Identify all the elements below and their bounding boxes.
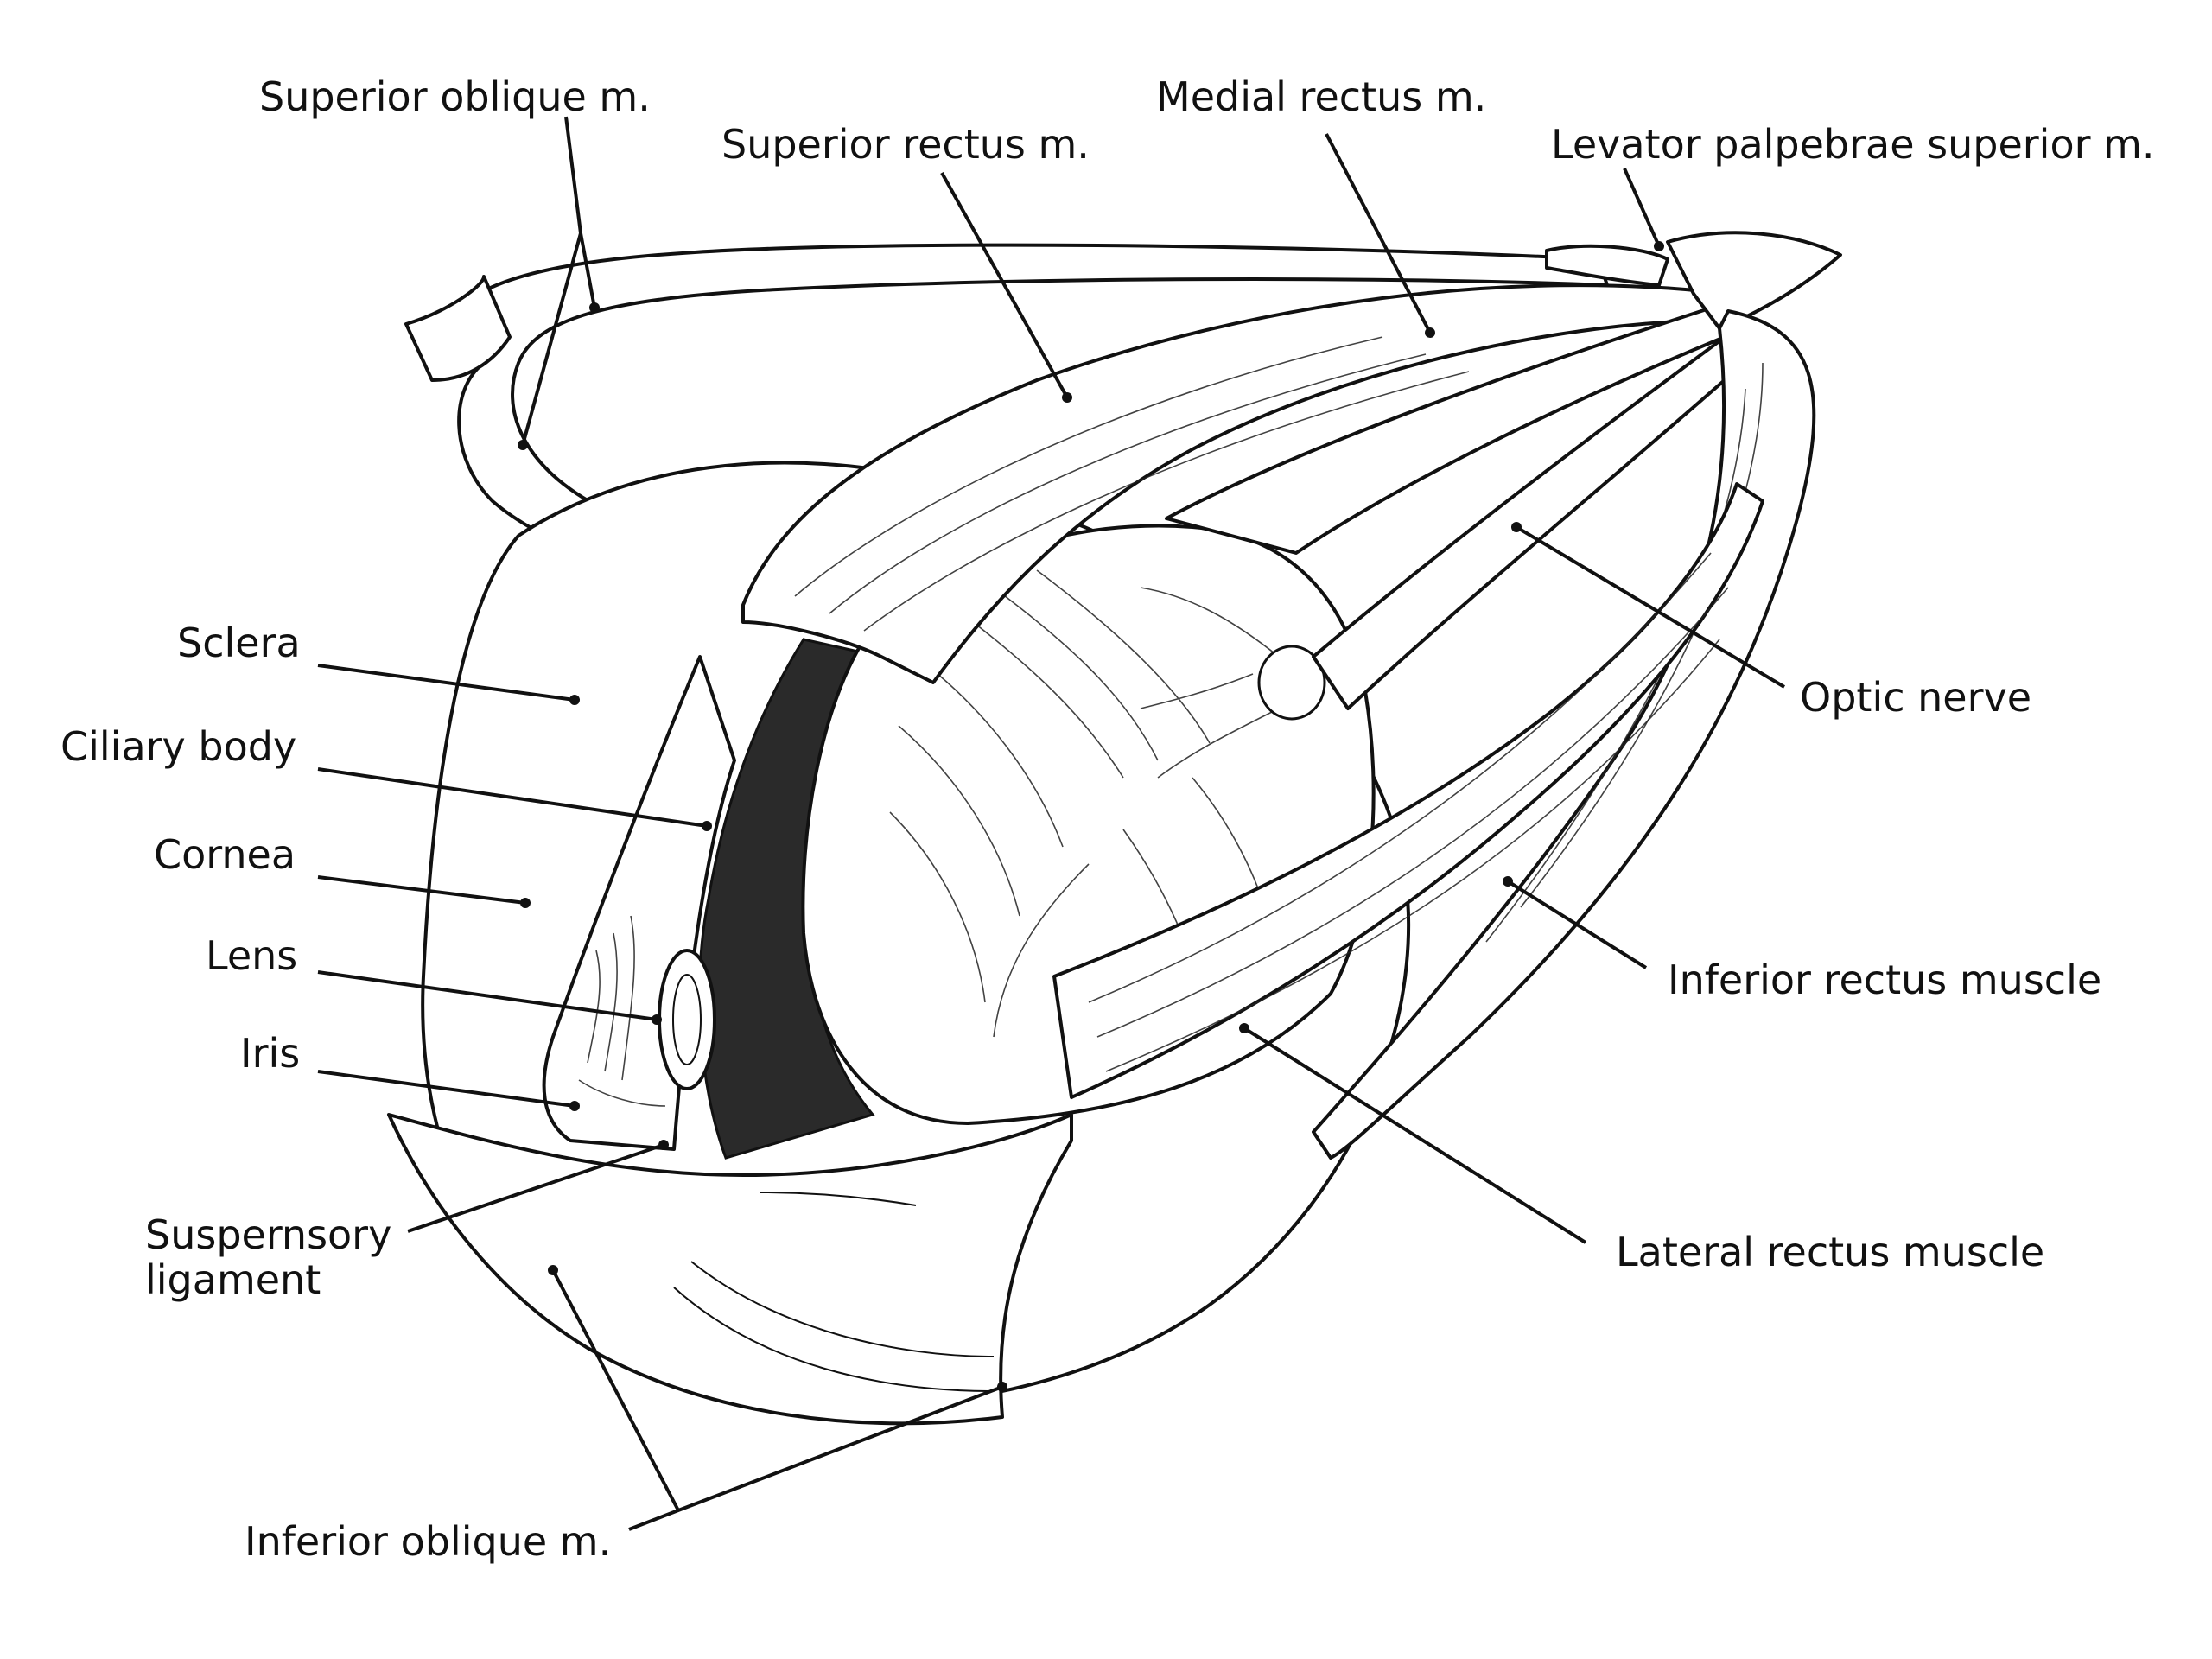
label-levator: Levator palpebrae superior m. [1551, 121, 2155, 168]
leader-sclera [317, 664, 575, 702]
leader-iris [317, 1070, 575, 1108]
label-superior-oblique: Superior oblique m. [259, 73, 651, 120]
dot-superior-rectus [1062, 392, 1072, 403]
label-inferior-oblique: Inferior oblique m. [245, 1518, 611, 1565]
leader-superior-rectus [940, 172, 1069, 398]
label-sclera: Sclera [177, 620, 301, 666]
dot-optic-nerve [1511, 522, 1522, 532]
leader-lines [317, 116, 1786, 1531]
levator-palpebrae-muscle [1545, 244, 1669, 287]
label-lateral-rectus: Lateral rectus muscle [1616, 1229, 2044, 1275]
retina-texture [889, 569, 1280, 1038]
optic-disc [1257, 645, 1326, 721]
leader-suspensory-ligament [407, 1143, 664, 1233]
leader-inferior-oblique-branch [551, 1269, 680, 1511]
dot-levator [1654, 241, 1664, 251]
leader-medial-rectus [1325, 133, 1432, 334]
label-iris: Iris [240, 1030, 300, 1077]
leader-levator [1623, 168, 1661, 247]
superior-rectus-fibers [794, 336, 1470, 632]
dot-inferior-rectus [1503, 876, 1513, 887]
label-optic-nerve: Optic nerve [1800, 674, 2031, 721]
superior-oblique-tendon [404, 275, 512, 382]
leader-cornea [317, 875, 526, 905]
label-superior-rectus: Superior rectus m. [721, 121, 1090, 168]
eye-illustration [387, 231, 1842, 1426]
lens-inner [672, 974, 702, 1065]
dot-suspensory-ligament [658, 1140, 669, 1150]
dot-sclera [569, 695, 580, 705]
label-suspensory-line2: ligament [145, 1256, 321, 1303]
label-inferior-rectus: Inferior rectus muscle [1668, 957, 2101, 1003]
lateral-rectus-fibers [1088, 552, 1729, 1072]
label-lens: Lens [206, 932, 297, 979]
leader-inferior-rectus [1506, 880, 1648, 969]
dot-superior-oblique-1 [589, 302, 600, 313]
dot-iris [569, 1101, 580, 1111]
dot-lens [652, 1014, 662, 1025]
dot-lateral-rectus [1239, 1023, 1249, 1033]
leader-ciliary-body [317, 767, 708, 828]
superior-rectus-muscle [741, 283, 1738, 684]
dot-inferior-oblique-2 [548, 1265, 558, 1275]
dot-medial-rectus [1425, 327, 1435, 338]
dot-superior-oblique-2 [518, 440, 528, 450]
label-medial-rectus: Medial rectus m. [1156, 73, 1486, 120]
lateral-rectus-muscle [1052, 482, 1764, 1099]
inferior-oblique-fibers [673, 1192, 995, 1392]
dot-inferior-oblique-1 [997, 1382, 1007, 1392]
leader-lens [317, 970, 658, 1021]
leader-lateral-rectus [1243, 1027, 1587, 1244]
leader-superior-oblique-branch [521, 232, 582, 446]
label-cornea: Cornea [154, 831, 296, 878]
dot-ciliary-body [702, 821, 712, 831]
leader-optic-nerve [1515, 525, 1786, 689]
label-ciliary-body: Ciliary body [60, 723, 296, 770]
iris-texture [578, 915, 666, 1107]
dot-cornea [520, 898, 531, 908]
labels: Superior oblique m. Superior rectus m. M… [60, 73, 2155, 1565]
inferior-oblique-muscle [387, 1113, 1073, 1426]
label-suspensory-line1: Suspernsory [145, 1211, 391, 1258]
